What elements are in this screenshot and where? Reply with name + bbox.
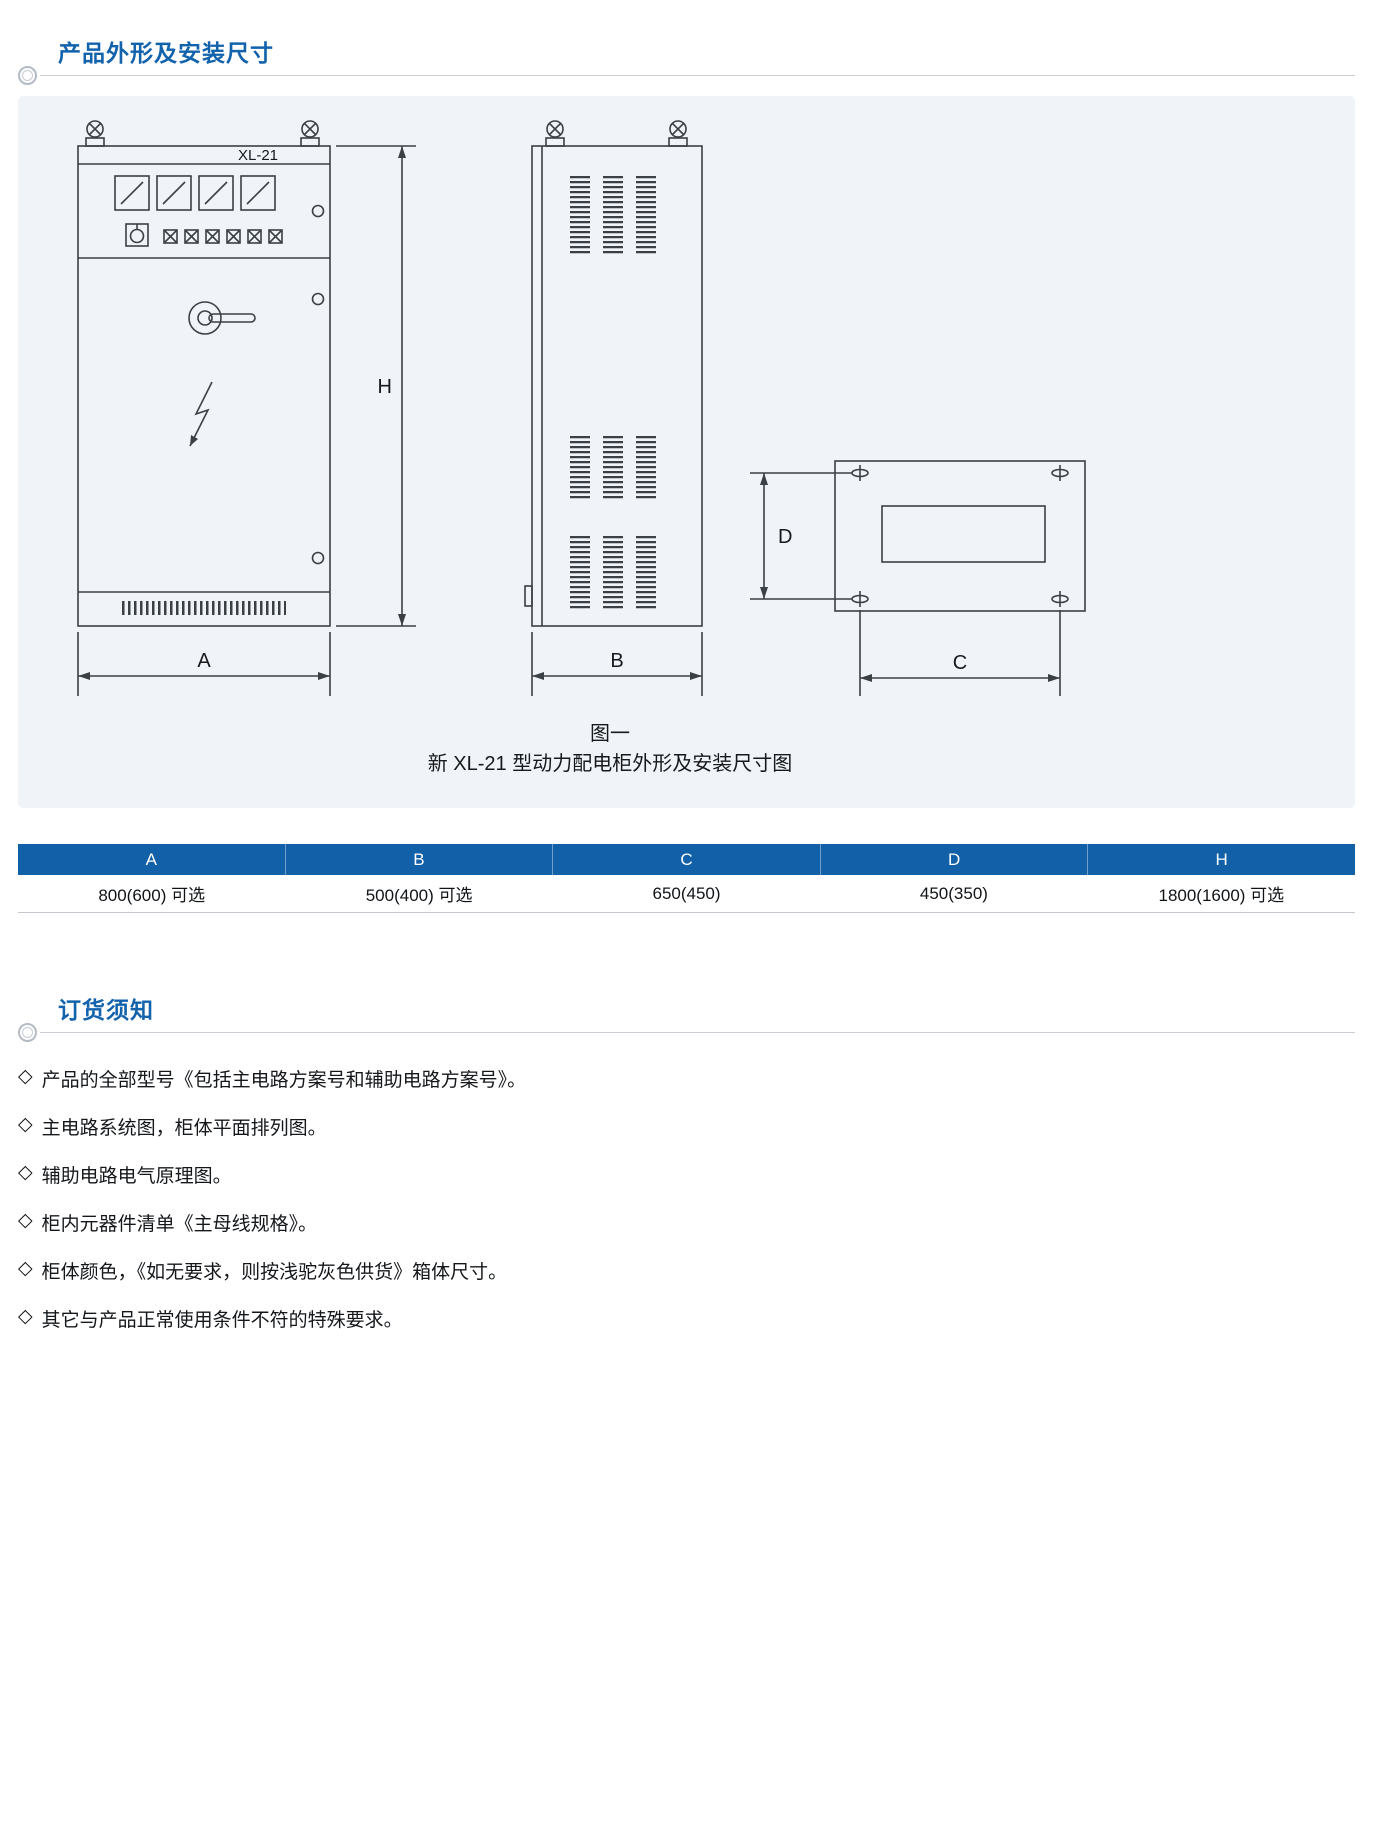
order-note-item: ◇ 产品的全部型号《包括主电路方案号和辅助电路方案号》。 — [18, 1065, 1355, 1092]
mounting-slot-icon — [851, 465, 1069, 607]
table-header-h: H — [1215, 849, 1228, 869]
order-note-text: 柜体颜色，《如无要求，则按浅驼灰色供货》箱体尺寸。 — [41, 1262, 508, 1283]
meter-icons — [114, 175, 276, 211]
section-title-dimensions: 产品外形及安装尺寸 — [58, 40, 274, 66]
figure-number: 图一 — [590, 723, 630, 745]
order-note-text: 辅助电路电气原理图。 — [41, 1166, 232, 1187]
door-handle-icon — [188, 301, 256, 335]
table-value-d: 450(350) — [919, 883, 988, 903]
side-view — [524, 120, 703, 627]
table-value-a: 800(600) 可选 — [98, 886, 206, 905]
rear-outline — [834, 460, 1086, 612]
lifting-eye-icon — [85, 120, 105, 147]
diamond-bullet-icon: ◇ — [18, 1258, 33, 1279]
order-note-text: 其它与产品正常使用条件不符的特殊要求。 — [41, 1310, 403, 1331]
installation-drawing: XL-21 — [77, 120, 1086, 775]
lock-knob-icon — [311, 204, 325, 218]
order-notes-list: ◇ 产品的全部型号《包括主电路方案号和辅助电路方案号》。 ◇ 主电路系统图，柜体… — [18, 1065, 1355, 1332]
dim-label-d: D — [778, 526, 792, 548]
lightning-icon — [189, 381, 213, 447]
dim-label-a: A — [197, 650, 211, 672]
rear-view — [834, 460, 1086, 612]
section-rule — [40, 75, 1355, 76]
table-header-a: A — [18, 844, 286, 875]
section-header-ordering: 订货须知 — [18, 987, 1355, 1042]
section-ring-icon — [18, 66, 37, 85]
order-note-item: ◇ 柜内元器件清单《主母线规格》。 — [18, 1209, 1355, 1236]
table-value-c: 650(450) — [652, 883, 721, 903]
table-header-d: D — [821, 844, 1089, 875]
dimension-c: C — [859, 610, 1061, 696]
table-value-h: 1800(1600) 可选 — [1158, 886, 1285, 905]
dimension-b: B — [531, 632, 703, 696]
table-header-b: B — [286, 844, 554, 875]
dim-label-c: C — [953, 652, 967, 674]
order-note-item: ◇ 辅助电路电气原理图。 — [18, 1161, 1355, 1188]
diamond-bullet-icon: ◇ — [18, 1066, 33, 1087]
cabinet-model-label: XL-21 — [238, 147, 278, 164]
side-outline — [531, 145, 703, 627]
dimension-table: A B C D H 800(600) 可选 500(400) 可选 650(45… — [18, 844, 1355, 913]
indicator-row — [125, 223, 283, 247]
order-note-item: ◇ 主电路系统图，柜体平面排列图。 — [18, 1113, 1355, 1140]
order-note-item: ◇ 柜体颜色，《如无要求，则按浅驼灰色供货》箱体尺寸。 — [18, 1257, 1355, 1284]
diamond-bullet-icon: ◇ — [18, 1162, 33, 1183]
table-header-c: C — [553, 844, 821, 875]
section-ring-icon — [18, 1023, 37, 1042]
dimension-a: A — [77, 632, 331, 696]
section-header-dimensions: 产品外形及安装尺寸 — [18, 30, 1355, 85]
lock-knob-icon — [311, 551, 325, 565]
lifting-eye-icon — [300, 120, 320, 147]
diamond-bullet-icon: ◇ — [18, 1306, 33, 1327]
lifting-eye-icon — [545, 120, 565, 147]
front-view: XL-21 — [77, 120, 331, 627]
dim-label-h: H — [378, 376, 392, 398]
table-value-b: 500(400) 可选 — [365, 886, 473, 905]
rear-cutout — [881, 505, 1046, 563]
dimension-h: H — [336, 145, 416, 627]
lifting-eye-icon — [668, 120, 688, 147]
lock-knob-icon — [311, 292, 325, 306]
order-note-text: 柜内元器件清单《主母线规格》。 — [41, 1214, 318, 1235]
drawing-panel: XL-21 — [18, 96, 1355, 808]
diamond-bullet-icon: ◇ — [18, 1114, 33, 1135]
dimension-table-value-row: 800(600) 可选 500(400) 可选 650(450) 450(350… — [18, 875, 1355, 913]
order-note-text: 产品的全部型号《包括主电路方案号和辅助电路方案号》。 — [41, 1070, 527, 1091]
cabinet-outline — [77, 145, 331, 627]
diamond-bullet-icon: ◇ — [18, 1210, 33, 1231]
section-rule — [40, 1032, 1355, 1033]
vent-grid — [570, 176, 656, 610]
section-title-ordering: 订货须知 — [58, 997, 154, 1023]
figure-caption: 新 XL-21 型动力配电柜外形及安装尺寸图 — [428, 752, 792, 775]
order-note-text: 主电路系统图，柜体平面排列图。 — [41, 1118, 327, 1139]
dimension-d: D — [750, 472, 852, 600]
order-note-item: ◇ 其它与产品正常使用条件不符的特殊要求。 — [18, 1305, 1355, 1332]
dimension-table-header-row: A B C D H — [18, 844, 1355, 875]
dim-label-b: B — [610, 650, 623, 672]
